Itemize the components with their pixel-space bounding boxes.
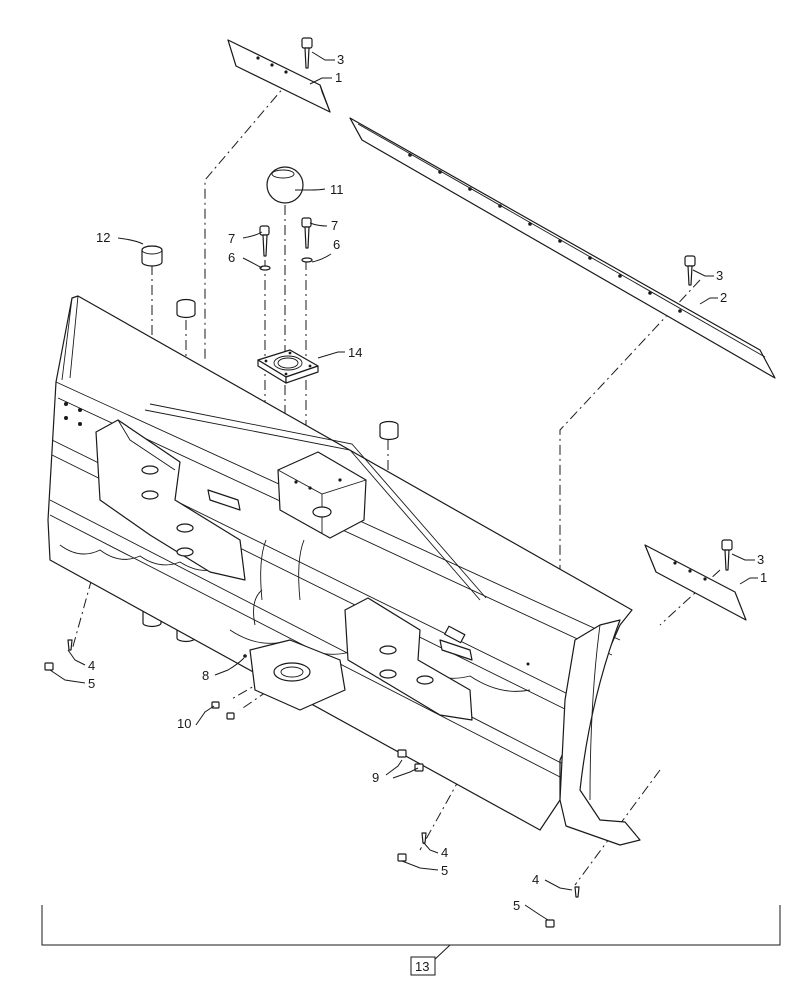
callout-14: 14 bbox=[348, 345, 362, 360]
callout-5-center: 5 bbox=[441, 863, 448, 878]
callout-6-left: 6 bbox=[228, 250, 235, 265]
callout-11: 11 bbox=[330, 182, 344, 197]
callout-7-right: 7 bbox=[331, 218, 338, 233]
callout-5-bottom: 5 bbox=[513, 898, 520, 913]
callout-8: 8 bbox=[202, 668, 209, 683]
callout-13-box bbox=[410, 956, 436, 976]
callout-1-top: 1 bbox=[335, 70, 342, 85]
callout-9: 9 bbox=[372, 770, 379, 785]
bolts-and-washers bbox=[259, 217, 313, 271]
small-fasteners bbox=[44, 639, 580, 928]
callout-6-right: 6 bbox=[333, 237, 340, 252]
bolt-top bbox=[301, 37, 313, 69]
cutting-edge-end-bit-top bbox=[227, 39, 331, 113]
callout-labels: 3 1 11 12 7 7 6 6 14 3 2 3 1 4 5 8 10 9 … bbox=[88, 52, 767, 976]
callout-3-middle: 3 bbox=[716, 268, 723, 283]
callout-12: 12 bbox=[96, 230, 110, 245]
dozer-blade bbox=[47, 295, 641, 846]
callout-3-right: 3 bbox=[757, 552, 764, 567]
callout-1-right: 1 bbox=[760, 570, 767, 585]
bolt-right bbox=[721, 539, 733, 571]
callout-7-left: 7 bbox=[228, 231, 235, 246]
callout-3-top: 3 bbox=[337, 52, 344, 67]
callout-4-bottom: 4 bbox=[532, 872, 539, 887]
callout-4-center: 4 bbox=[441, 845, 448, 860]
bolt-middle bbox=[684, 255, 696, 286]
cutting-edge-long bbox=[349, 117, 776, 379]
callout-5-left: 5 bbox=[88, 676, 95, 691]
callout-10: 10 bbox=[177, 716, 191, 731]
cutting-edge-end-bit-right bbox=[644, 544, 747, 621]
callout-2: 2 bbox=[720, 290, 727, 305]
socket-plate bbox=[257, 349, 319, 384]
callout-13: 13 bbox=[415, 959, 429, 974]
ball-socket bbox=[266, 166, 304, 204]
callout-4-left: 4 bbox=[88, 658, 95, 673]
